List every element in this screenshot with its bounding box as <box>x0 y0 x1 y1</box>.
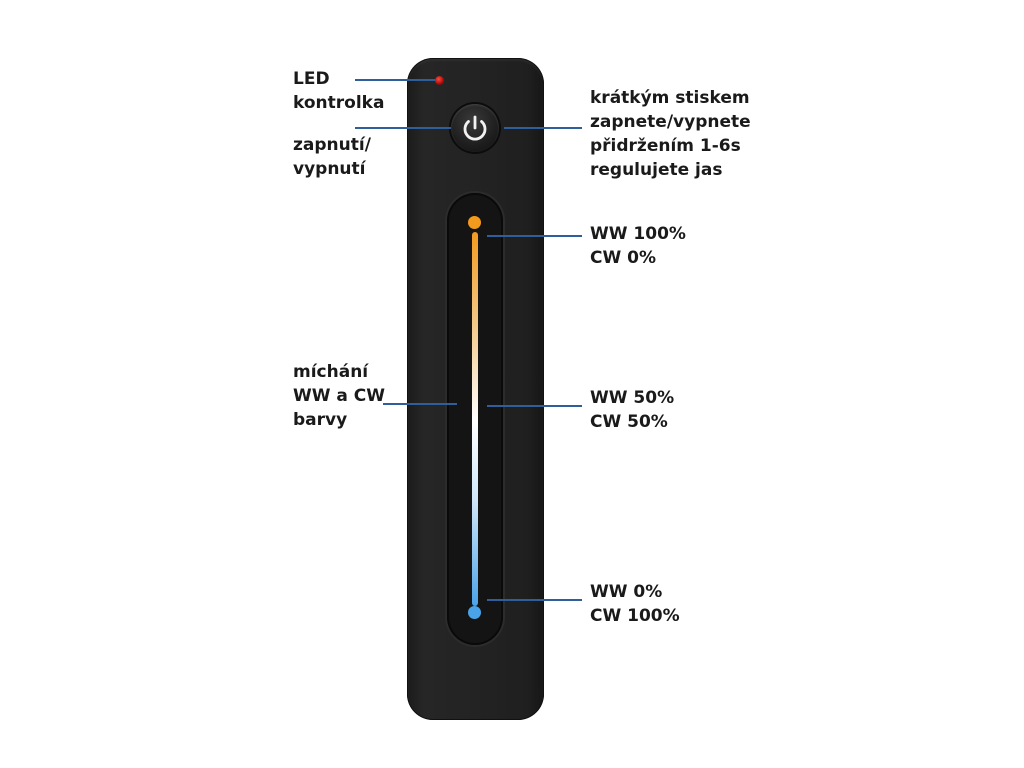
power-label: zapnutí/ vypnutí <box>293 133 371 181</box>
middle-label-line-1: WW 50% <box>590 388 675 408</box>
press-label-line-1: krátkým stiskem <box>590 88 750 108</box>
power-label-line-2: vypnutí <box>293 159 366 179</box>
mix-label: míchání WW a CW barvy <box>293 360 385 432</box>
mix-label-line-1: míchání <box>293 362 369 382</box>
press-label-line-2: zapnete/vypnete <box>590 112 751 132</box>
leader-bottom <box>487 599 582 601</box>
leader-middle <box>487 405 582 407</box>
led-indicator-label: LED kontrolka <box>293 67 384 115</box>
press-label-line-3: přidržením 1-6s <box>590 136 741 156</box>
mix-label-line-3: barvy <box>293 410 348 430</box>
middle-position-label: WW 50% CW 50% <box>590 386 674 434</box>
cool-white-dot <box>468 606 481 619</box>
press-label-line-4: regulujete jas <box>590 160 723 180</box>
led-label-line-2: kontrolka <box>293 93 385 113</box>
power-button[interactable] <box>451 104 499 152</box>
leader-press <box>504 127 582 129</box>
mix-label-line-2: WW a CW <box>293 386 386 406</box>
leader-top <box>487 235 582 237</box>
leader-led <box>355 79 435 81</box>
led-label-line-1: LED <box>293 69 330 89</box>
top-position-label: WW 100% CW 0% <box>590 222 686 270</box>
led-indicator-icon <box>435 76 444 85</box>
leader-power <box>355 127 451 129</box>
bottom-position-label: WW 0% CW 100% <box>590 580 680 628</box>
power-icon <box>463 115 487 141</box>
leader-mix <box>383 403 457 405</box>
bottom-label-line-2: CW 100% <box>590 606 680 626</box>
top-label-line-2: CW 0% <box>590 248 657 268</box>
press-instructions-label: krátkým stiskem zapnete/vypnete přidržen… <box>590 86 751 182</box>
color-temperature-track <box>472 232 478 606</box>
warm-white-dot <box>468 216 481 229</box>
middle-label-line-2: CW 50% <box>590 412 668 432</box>
power-label-line-1: zapnutí/ <box>293 135 371 155</box>
top-label-line-1: WW 100% <box>590 224 686 244</box>
bottom-label-line-1: WW 0% <box>590 582 663 602</box>
